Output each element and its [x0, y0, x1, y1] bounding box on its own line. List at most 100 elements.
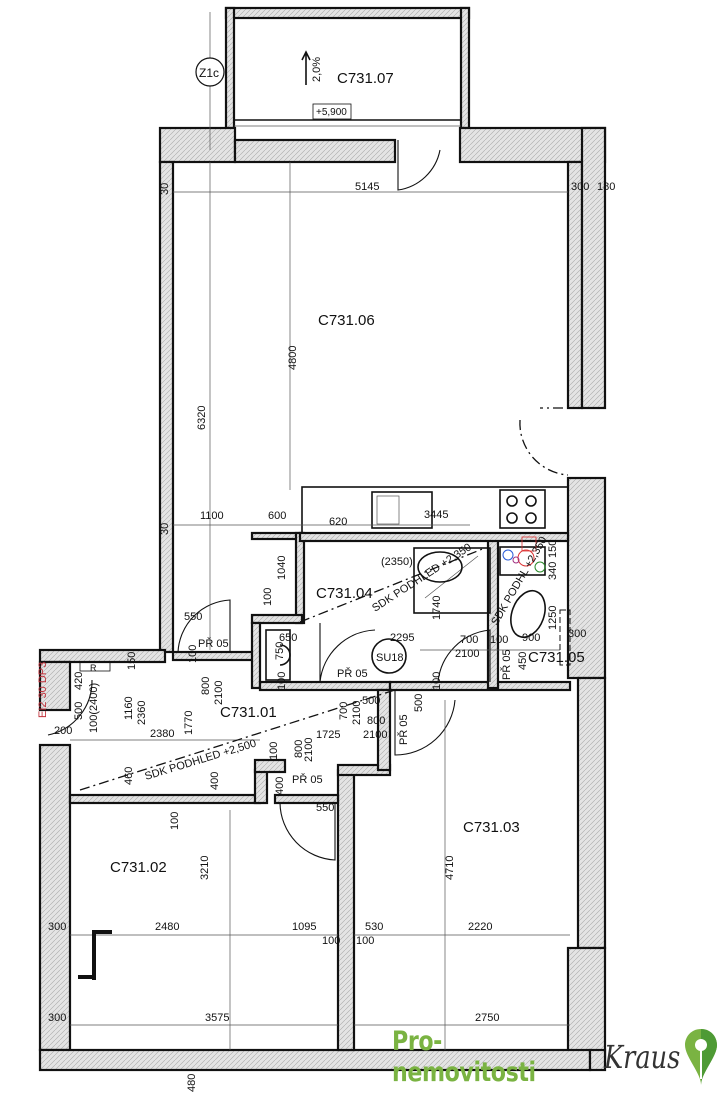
room-label: C731.05: [528, 649, 585, 666]
dim: 460: [123, 767, 135, 785]
room-label: C731.01: [220, 704, 277, 721]
riser-label: SU18: [376, 652, 404, 664]
dim: 900: [522, 632, 540, 644]
dim: 650: [279, 632, 297, 644]
dim: 1095: [292, 921, 316, 933]
dim: 550: [316, 802, 334, 814]
dim: 400: [274, 777, 286, 795]
axis-label: Z1c: [199, 66, 219, 80]
dim: 2220: [468, 921, 492, 933]
dim: 2100: [351, 701, 363, 725]
dim: 2100: [455, 648, 479, 660]
dim: 180: [597, 181, 615, 193]
dim: 1770: [183, 711, 195, 735]
dim: 800: [200, 677, 212, 695]
dim: 2360: [136, 701, 148, 725]
dim: 480: [186, 1074, 198, 1092]
dim: 5145: [355, 181, 379, 193]
dim: 3445: [424, 509, 448, 521]
dim: (2350): [381, 556, 413, 568]
dim: 300: [571, 181, 589, 193]
brand-logo: Pro-nemovitosti Kraus: [392, 1026, 718, 1088]
dim: 500: [73, 702, 85, 720]
dim: 420: [73, 672, 85, 690]
dim: 100: [322, 935, 340, 947]
bathroom-fixtures: [265, 536, 546, 681]
door-type: PŘ 05: [500, 649, 513, 680]
dim: 2380: [150, 728, 174, 740]
dim: 400: [209, 772, 221, 790]
dim: 100: [268, 742, 280, 760]
dim: 750: [274, 642, 286, 660]
dim: 100: [490, 634, 508, 646]
dim: 6320: [196, 406, 208, 430]
dim: 2295: [390, 632, 414, 644]
dim: 150: [547, 540, 559, 558]
dim: 30: [159, 523, 171, 535]
walls: [38, 126, 607, 1072]
dim: 1160: [123, 696, 135, 720]
dim: 3575: [205, 1012, 229, 1024]
dimensions: 5145 300 180 4800 6320 1100 600 620 3445…: [48, 181, 615, 1092]
dim: 2100: [213, 681, 225, 705]
ceiling-label: SDK PODHLED +2,500: [143, 738, 257, 783]
balcony: [224, 6, 471, 130]
dim: 3210: [199, 856, 211, 880]
dim: 450: [517, 652, 529, 670]
dim: 300: [48, 921, 66, 933]
dim: 1740: [431, 596, 443, 620]
axis-marker: [195, 57, 225, 87]
doors: [47, 140, 583, 861]
dim: 100: [431, 672, 443, 690]
dim: 550: [184, 611, 202, 623]
dim: 2750: [475, 1012, 499, 1024]
dimension-lines: [70, 12, 571, 1050]
door-type: PŘ 05: [198, 637, 229, 650]
door-type: PŘ 05: [397, 714, 410, 745]
dim: 300: [568, 628, 586, 640]
dim: 1725: [316, 729, 340, 741]
room-label: C731.03: [463, 819, 520, 836]
dim: 200: [54, 725, 72, 737]
dim: 4800: [287, 346, 299, 370]
level-box: [312, 103, 352, 120]
ceiling-line-bath: [299, 547, 486, 623]
ceiling-line-hall: [79, 689, 396, 791]
dim: 300: [48, 1012, 66, 1024]
dim: 30: [159, 183, 171, 195]
logo-name-text: Kraus: [604, 1038, 681, 1076]
room-label: C731.06: [318, 312, 375, 329]
door-type: PŘ 05: [337, 667, 368, 680]
room-label: C731.04: [316, 585, 373, 602]
dim: 100: [262, 588, 274, 606]
dim: 2100: [363, 729, 387, 741]
dim: 4710: [444, 856, 456, 880]
dim: 600: [268, 510, 286, 522]
kitchen-counter: [301, 486, 569, 534]
radiator-label: R: [90, 663, 97, 673]
dim: 1250: [547, 606, 559, 630]
dim: 100(2400): [88, 683, 100, 733]
dim: 1100: [200, 510, 224, 522]
door-type: PŘ 05: [292, 773, 323, 786]
dim: 150: [126, 652, 138, 670]
slope-label: 2,0%: [311, 57, 323, 82]
map-pin-icon: [685, 1029, 717, 1085]
dim: 530: [365, 921, 383, 933]
dim: 700: [338, 702, 350, 720]
slope-arrow-icon: [301, 50, 311, 85]
dim: 500: [413, 694, 425, 712]
dim: 2480: [155, 921, 179, 933]
radiator: [79, 661, 111, 672]
logo-brand-text: Pro-nemovitosti: [392, 1026, 536, 1088]
dim: 800: [293, 740, 305, 758]
dim: 700: [460, 634, 478, 646]
dim: 1040: [276, 556, 288, 580]
dim: 620: [329, 516, 347, 528]
level-label: +5,900: [316, 107, 347, 118]
dim: 100: [169, 812, 181, 830]
dim: 800: [367, 715, 385, 727]
room-label: C731.02: [110, 859, 167, 876]
dim: 100: [276, 672, 288, 690]
